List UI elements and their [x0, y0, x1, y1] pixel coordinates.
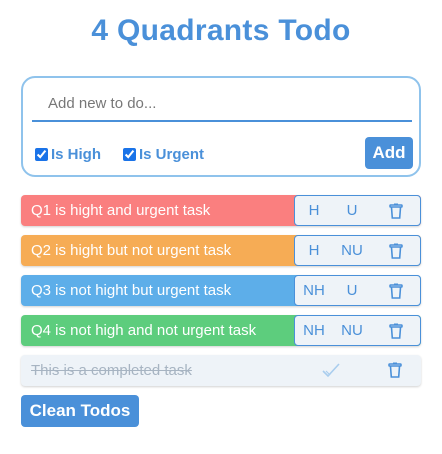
todo-text[interactable]: Q1 is hight and urgent task — [31, 202, 211, 219]
priority-toggle[interactable]: NH — [303, 322, 325, 339]
todo-item: Q2 is hight but not urgent task H NU — [21, 235, 421, 266]
app-title: 4 Quadrants Todo — [91, 14, 351, 47]
add-button[interactable]: Add — [365, 137, 413, 169]
todo-item: Q1 is hight and urgent task H U — [21, 195, 421, 226]
completed-todo-item: This is a completed task — [21, 355, 421, 386]
todo-bar — [21, 355, 421, 386]
trash-icon[interactable] — [389, 323, 403, 339]
urgency-toggle[interactable]: NU — [341, 322, 363, 339]
is-high-label: Is High — [51, 146, 102, 163]
clean-todos-button[interactable]: Clean Todos — [21, 395, 139, 427]
trash-icon[interactable] — [389, 203, 403, 219]
new-todo-input[interactable] — [32, 86, 412, 122]
check-icon[interactable] — [322, 362, 340, 378]
urgency-toggle[interactable]: U — [346, 202, 358, 219]
trash-icon[interactable] — [389, 283, 403, 299]
priority-toggle[interactable]: H — [308, 242, 320, 259]
todo-actions: H NU — [294, 235, 421, 266]
priority-toggle[interactable]: NH — [303, 282, 325, 299]
urgency-toggle[interactable]: U — [346, 282, 358, 299]
todo-text[interactable]: This is a completed task — [31, 362, 192, 379]
todo-text[interactable]: Q2 is hight but not urgent task — [31, 242, 232, 259]
todo-item: Q4 is not high and not urgent task NH NU — [21, 315, 421, 346]
is-high-checkbox[interactable] — [35, 148, 48, 161]
is-urgent-label: Is Urgent — [139, 146, 205, 163]
todo-actions: H U — [294, 195, 421, 226]
todo-actions: NH U — [294, 275, 421, 306]
add-todo-form: Is High Is Urgent Add — [21, 76, 421, 177]
todo-text[interactable]: Q3 is not hight but urgent task — [31, 282, 232, 299]
todo-item: Q3 is not hight but urgent task NH U — [21, 275, 421, 306]
priority-toggle[interactable]: H — [308, 202, 320, 219]
is-high-option[interactable]: Is High — [35, 146, 101, 163]
trash-icon[interactable] — [388, 362, 402, 378]
urgency-toggle[interactable]: NU — [341, 242, 363, 259]
is-urgent-option[interactable]: Is Urgent — [123, 146, 204, 163]
todo-actions: NH NU — [294, 315, 421, 346]
is-urgent-checkbox[interactable] — [123, 148, 136, 161]
trash-icon[interactable] — [389, 243, 403, 259]
todo-text[interactable]: Q4 is not high and not urgent task — [31, 322, 257, 339]
